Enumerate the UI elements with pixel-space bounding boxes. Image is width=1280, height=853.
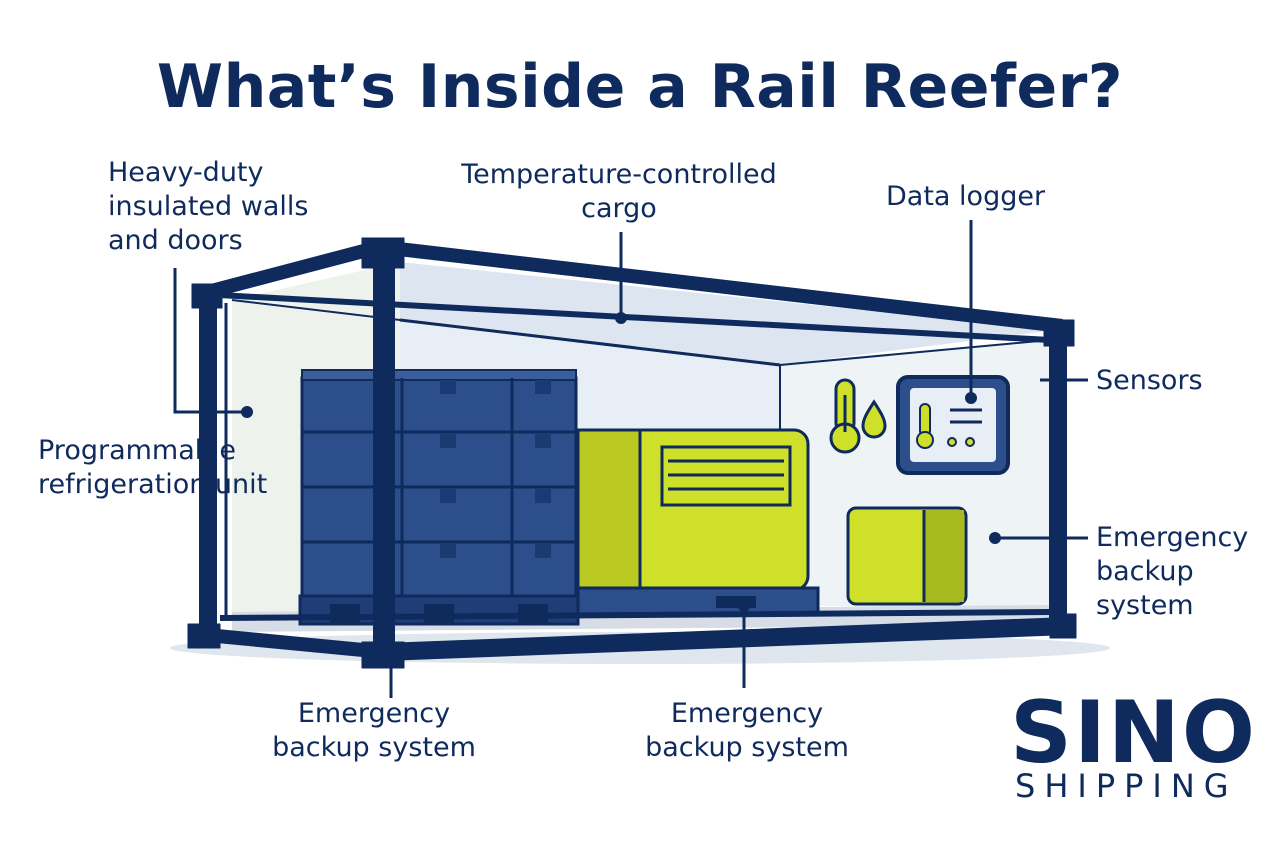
backup-bottom-center-dot	[738, 600, 750, 612]
cargo-pallet	[298, 369, 580, 626]
label-refrigeration-unit: Programmable refrigeration unit	[38, 435, 268, 500]
backup-cabinet	[846, 506, 968, 606]
thermometer-sensor-icon	[829, 378, 861, 454]
label-emergency-backup-bottom-left: Emergency backup system	[272, 698, 476, 763]
back-wall-edge-top	[399, 318, 781, 367]
data-logger-display	[896, 375, 1010, 475]
callout-lines	[173, 220, 1088, 698]
page-title: What’s Inside a Rail Reefer?	[156, 52, 1124, 122]
container-frame	[187, 237, 1077, 669]
label-insulated-walls: Heavy-duty insulated walls and doors	[108, 157, 309, 256]
cargo-dot	[615, 312, 627, 324]
refrigeration-unit-box	[576, 428, 820, 616]
label-emergency-backup-right: Emergency backup system	[1096, 522, 1249, 621]
data-logger-dot	[965, 392, 977, 404]
callout-dots	[241, 312, 1001, 612]
ceiling-edge-right	[779, 339, 1051, 366]
sino-logo: SINO	[1010, 683, 1258, 783]
walls-dot	[241, 406, 253, 418]
label-sensors: Sensors	[1096, 365, 1203, 396]
walls-leader	[173, 268, 244, 414]
backup-right-dot	[989, 532, 1001, 544]
shipping-logo-subtitle: SHIPPING	[1015, 767, 1238, 805]
label-emergency-backup-bottom-center: Emergency backup system	[645, 698, 849, 763]
label-data-logger: Data logger	[886, 181, 1046, 212]
label-temperature-controlled-cargo: Temperature-controlled cargo	[461, 159, 777, 224]
ceiling-edge-left	[231, 299, 401, 321]
droplet-sensor-icon	[861, 399, 887, 439]
